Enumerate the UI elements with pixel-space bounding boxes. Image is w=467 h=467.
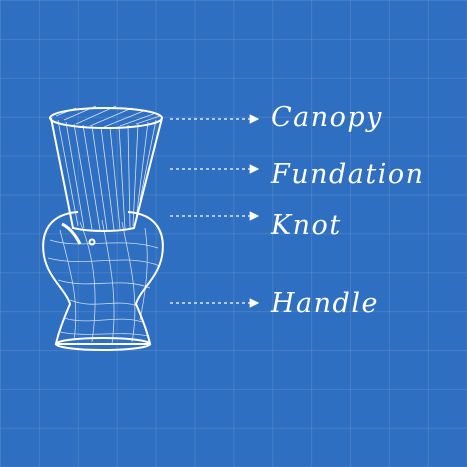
brush-handle — [42, 211, 164, 351]
label-canopy: Canopy — [271, 102, 383, 133]
label-fundation: Fundation — [271, 159, 425, 190]
label-handle: Handle — [271, 288, 379, 319]
label-knot: Knot — [271, 210, 342, 241]
leader-lines — [170, 114, 260, 308]
brush-bristles — [49, 105, 163, 232]
